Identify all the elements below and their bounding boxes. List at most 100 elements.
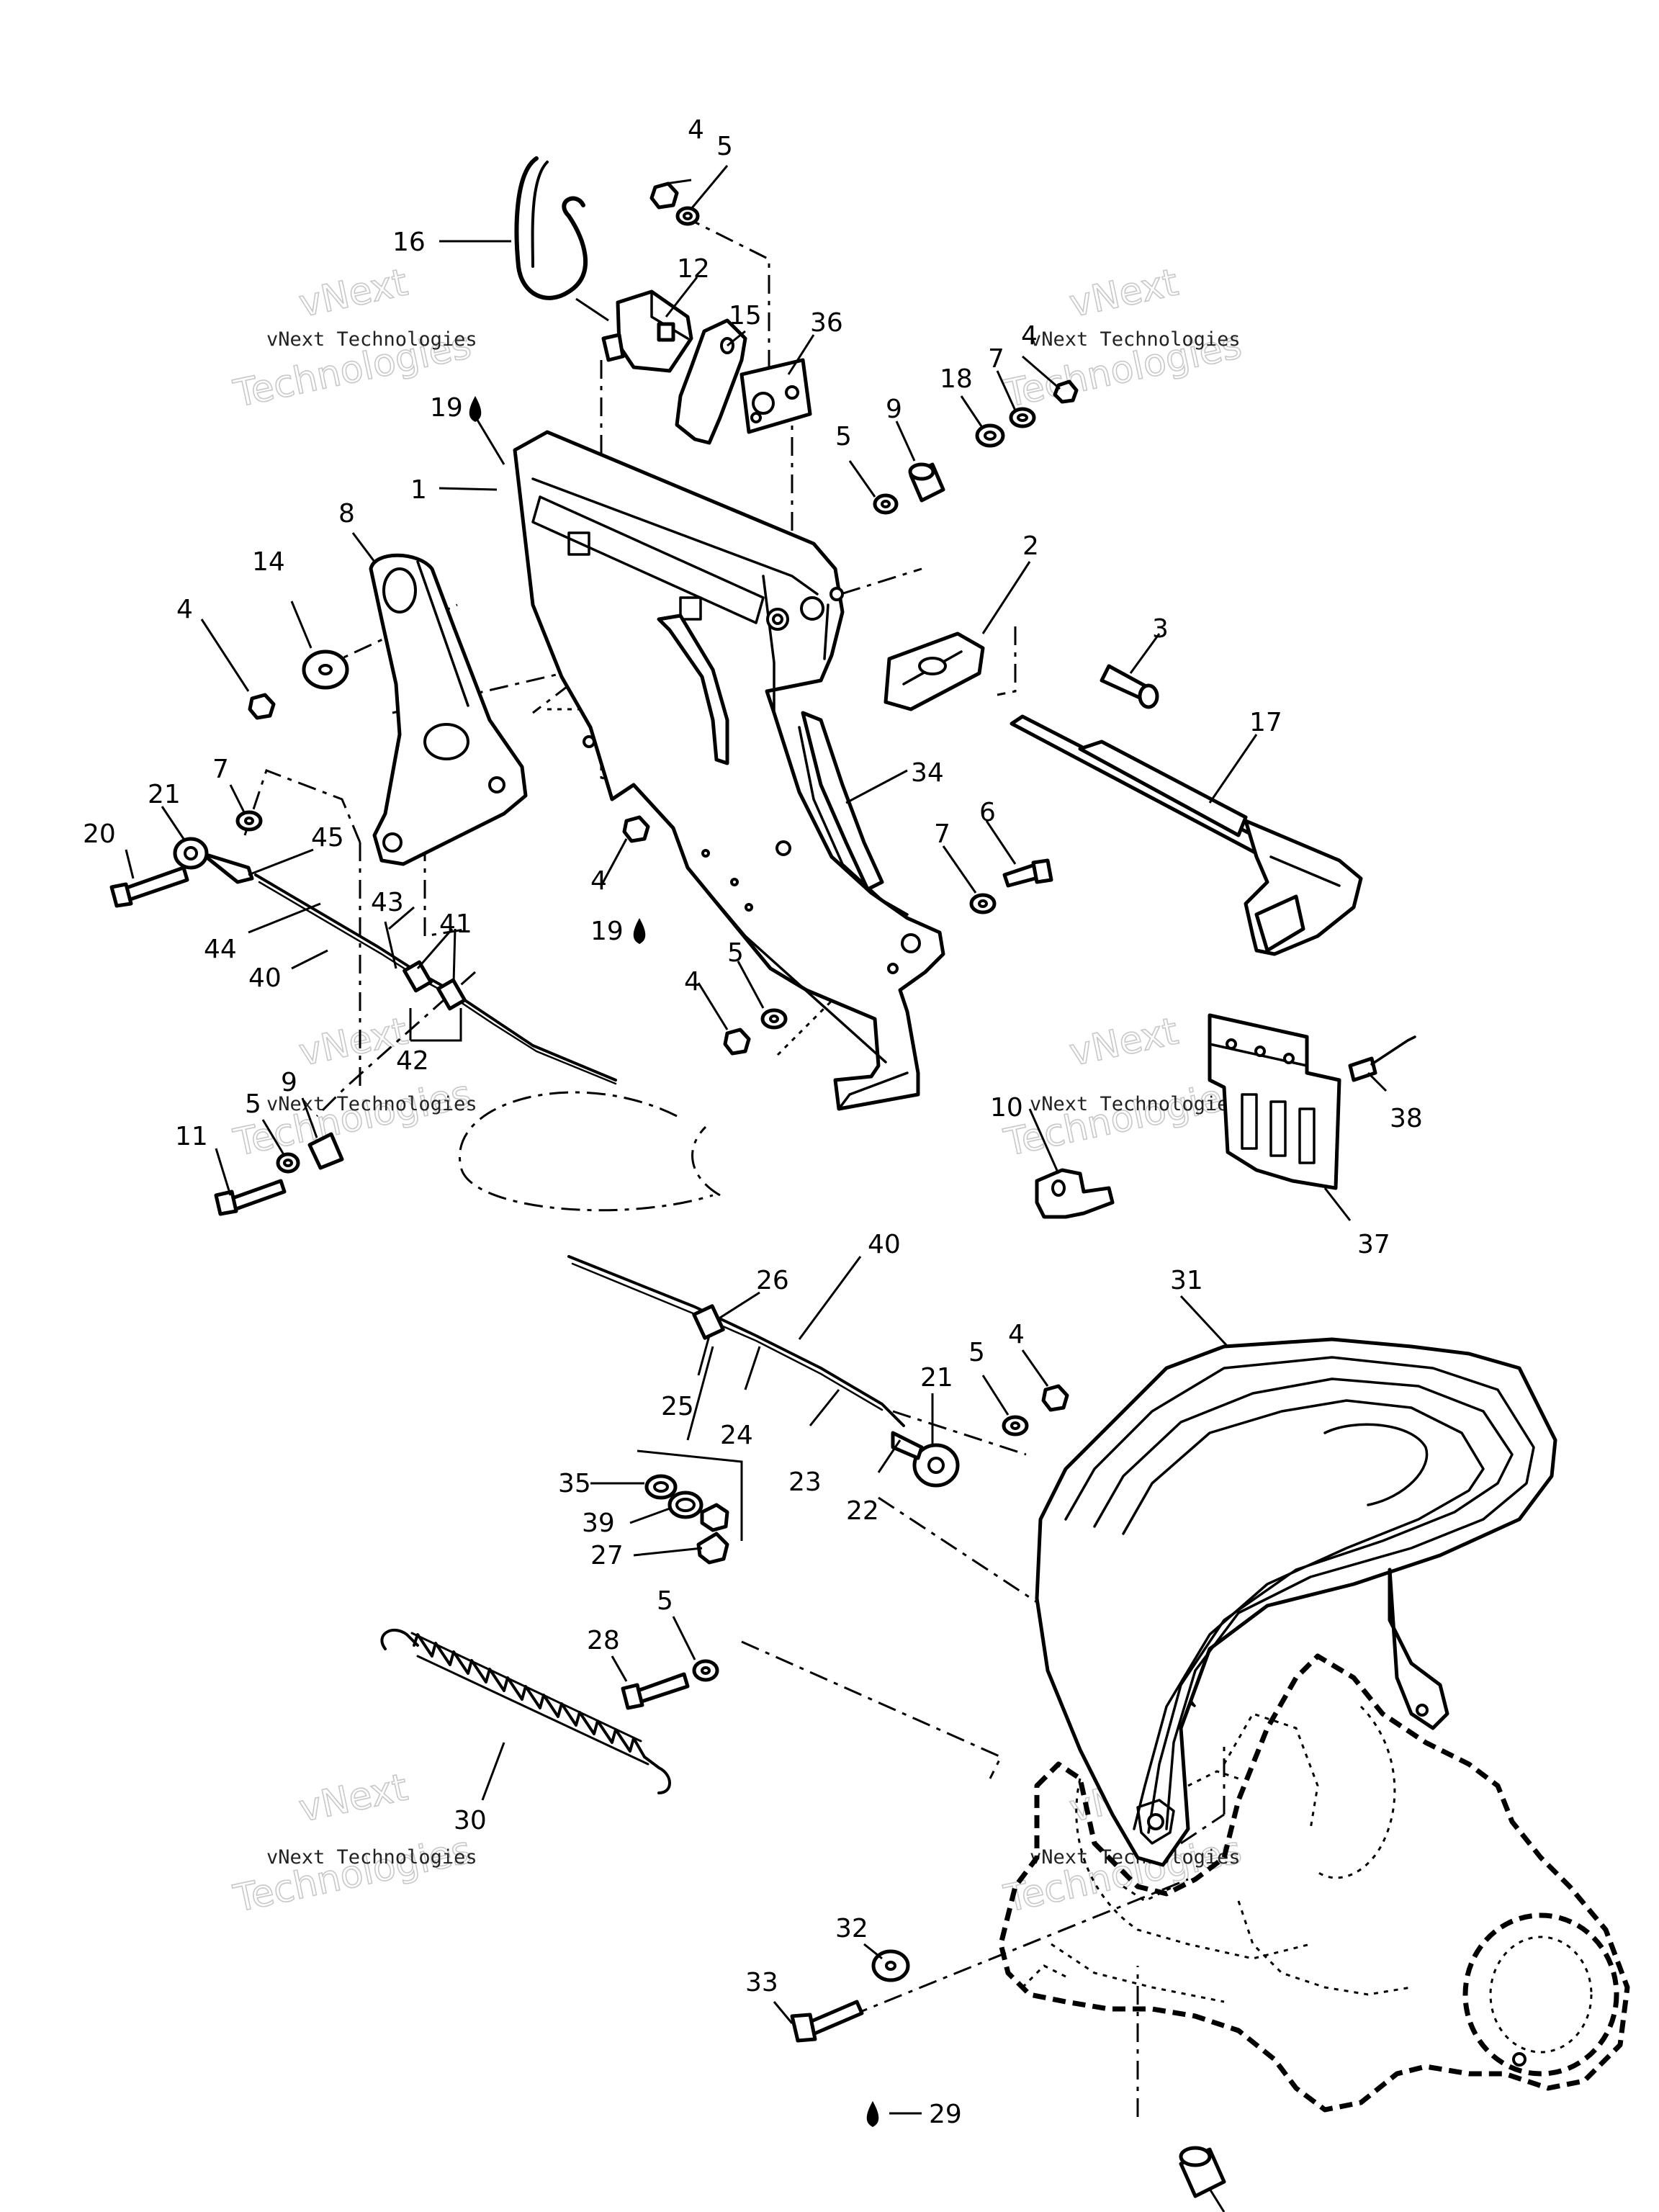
callout-16: 16: [392, 228, 426, 257]
callout-27: 27: [590, 1541, 624, 1570]
callout-4: 4: [590, 866, 607, 896]
svg-text:Technologies: Technologies: [230, 1829, 475, 1921]
callout-20: 20: [83, 819, 116, 849]
callout-17: 17: [1249, 708, 1282, 737]
cable-part-40-upper: [173, 837, 617, 1085]
spring-part-30: [380, 1629, 671, 1794]
clip-27: [700, 1503, 729, 1532]
callout-32: 32: [835, 1914, 868, 1943]
svg-text:Technologies: Technologies: [230, 1073, 475, 1165]
bracket-part-1: [513, 430, 945, 1111]
callout-19: 19: [590, 917, 624, 946]
callout-10: 10: [990, 1093, 1023, 1123]
callout-36: 36: [810, 308, 843, 338]
callout-44: 44: [204, 935, 237, 964]
nut-4: [622, 815, 650, 843]
nut-4: [723, 1028, 751, 1056]
nut-4: [1053, 379, 1079, 404]
heat-shield-part-37: [1208, 1013, 1341, 1190]
oil-drop-icon: [633, 918, 646, 944]
callout-24: 24: [720, 1421, 753, 1450]
svg-text:Technologies: Technologies: [1000, 1073, 1245, 1165]
callout-numbers: 16 12 15 36 4 5 19 1 8 14 4 5 9 18 7 4 2…: [83, 115, 1423, 2129]
callout-4: 4: [1008, 1320, 1025, 1349]
callout-35: 35: [558, 1469, 591, 1498]
callout-29: 29: [929, 2100, 962, 2129]
watermark: vNext Technologies vNext Technologies: [229, 1010, 477, 1166]
callout-4: 4: [176, 595, 193, 624]
cable-bracket-part-10: [1035, 1168, 1115, 1219]
nut-4: [649, 181, 679, 210]
bracket-studs: [766, 608, 789, 631]
svg-text:vNext Technologies: vNext Technologies: [1030, 1093, 1241, 1115]
callout-37: 37: [1357, 1230, 1390, 1259]
callout-5: 5: [968, 1338, 985, 1367]
svg-text:vNext: vNext: [1066, 261, 1182, 325]
rubber-block-12: [601, 289, 693, 373]
callout-9: 9: [886, 395, 902, 424]
callout-25: 25: [661, 1392, 694, 1421]
callout-8: 8: [338, 499, 355, 529]
hairpin-part-16: [514, 156, 588, 300]
callout-43: 43: [371, 888, 404, 917]
callout-15: 15: [729, 301, 762, 331]
svg-text:vNext Technologies: vNext Technologies: [266, 1093, 477, 1115]
callout-38: 38: [1390, 1104, 1423, 1133]
arm-part-8: [369, 553, 528, 866]
callout-6: 6: [979, 798, 996, 827]
svg-text:vNext: vNext: [295, 1766, 411, 1830]
phantom-housing: [998, 1653, 1630, 2113]
callout-18: 18: [940, 364, 973, 394]
callout-5: 5: [657, 1586, 673, 1616]
clip-part-15: [675, 318, 747, 445]
svg-text:vNext Technologies: vNext Technologies: [266, 328, 477, 351]
callout-40: 40: [248, 963, 282, 993]
oil-drop-icon: [469, 396, 482, 422]
callout-2: 2: [1022, 531, 1039, 561]
callout-31: 31: [1170, 1266, 1203, 1295]
callout-19: 19: [430, 393, 463, 423]
svg-text:vNext Technologies: vNext Technologies: [1030, 328, 1241, 351]
callout-45: 45: [311, 823, 344, 853]
guide-plate-34: [801, 711, 884, 891]
nut-4: [248, 693, 276, 720]
callout-5: 5: [835, 422, 852, 451]
callout-4: 4: [684, 967, 701, 997]
svg-text:vNext: vNext: [295, 261, 411, 325]
boot-part-31: [1035, 1337, 1557, 1867]
callout-21: 21: [920, 1363, 953, 1393]
callout-34: 34: [911, 758, 944, 788]
pedal-pad-part-2: [884, 631, 985, 711]
callout-4: 4: [688, 115, 704, 145]
callout-5: 5: [716, 132, 733, 161]
callout-7: 7: [934, 819, 950, 849]
callout-leaders: [125, 165, 1388, 2212]
callout-40: 40: [868, 1230, 901, 1259]
callout-22: 22: [846, 1496, 879, 1526]
watermark: vNext Technologies vNext Technologies: [229, 1766, 477, 1922]
svg-text:vNext Technologies: vNext Technologies: [266, 1846, 477, 1869]
callout-11: 11: [175, 1122, 208, 1151]
callout-7: 7: [212, 755, 229, 784]
oil-drop-icon: [866, 2101, 879, 2127]
lubricant-drops: [469, 396, 879, 2127]
callout-5: 5: [727, 938, 744, 968]
callout-30: 30: [454, 1806, 487, 1835]
svg-text:vNext: vNext: [1066, 1010, 1182, 1074]
bolt-11: [228, 1179, 287, 1212]
callout-7: 7: [988, 344, 1004, 374]
callout-42: 42: [396, 1046, 429, 1076]
pedal-rod-part-17: [1010, 714, 1363, 956]
callout-23: 23: [788, 1467, 822, 1497]
plate-part-36: [739, 358, 812, 434]
callout-28: 28: [587, 1626, 620, 1655]
callout-33: 33: [745, 1968, 778, 1997]
cable-part-40-lower: [567, 1255, 960, 1488]
clip-27: [696, 1532, 729, 1565]
callout-1: 1: [410, 475, 427, 505]
curved-slot-strip: [657, 613, 729, 765]
svg-text:vNext: vNext: [295, 1010, 411, 1074]
callout-9: 9: [281, 1068, 297, 1097]
spacer-9: [307, 1132, 344, 1170]
